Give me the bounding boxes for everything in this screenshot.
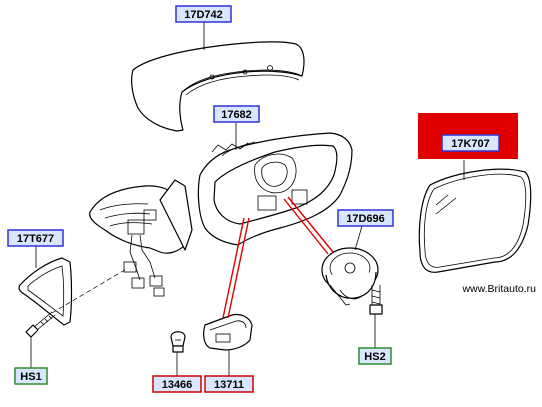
mirror-housing [197,132,353,246]
svg-text:17D742: 17D742 [184,9,223,21]
leader-lines [30,22,465,376]
mirror-base-bracket [89,179,193,297]
svg-text:17D696: 17D696 [346,213,385,225]
label-17D696: 17D696 [337,209,394,227]
red-connection-lines [222,196,334,319]
label-17K707: 17K707 [418,113,518,159]
label-HS2: HS2 [358,347,392,365]
lamp-housing [203,313,253,351]
label-17T677: 17T677 [7,229,64,247]
label-HS1: HS1 [14,367,48,385]
mirror-glass [418,168,532,273]
label-13711: 13711 [204,375,254,393]
screw-hs2 [369,285,383,315]
label-17682: 17682 [213,105,260,123]
svg-text:13711: 13711 [214,379,244,391]
svg-text:17T677: 17T677 [17,233,54,245]
svg-text:HS1: HS1 [20,371,41,383]
mirror-cover [131,41,305,132]
mirror-trim-cap [18,257,73,326]
bulb [170,331,186,353]
screw-hs1 [25,311,56,338]
svg-text:17682: 17682 [221,109,252,121]
svg-text:HS2: HS2 [364,351,385,363]
label-17D742: 17D742 [175,5,232,23]
watermark-text: www.Britauto.ru [461,283,536,295]
label-13466: 13466 [152,375,202,393]
mirror-actuator-motor [321,247,379,306]
svg-text:13466: 13466 [162,379,193,391]
svg-text:17K707: 17K707 [451,138,490,150]
